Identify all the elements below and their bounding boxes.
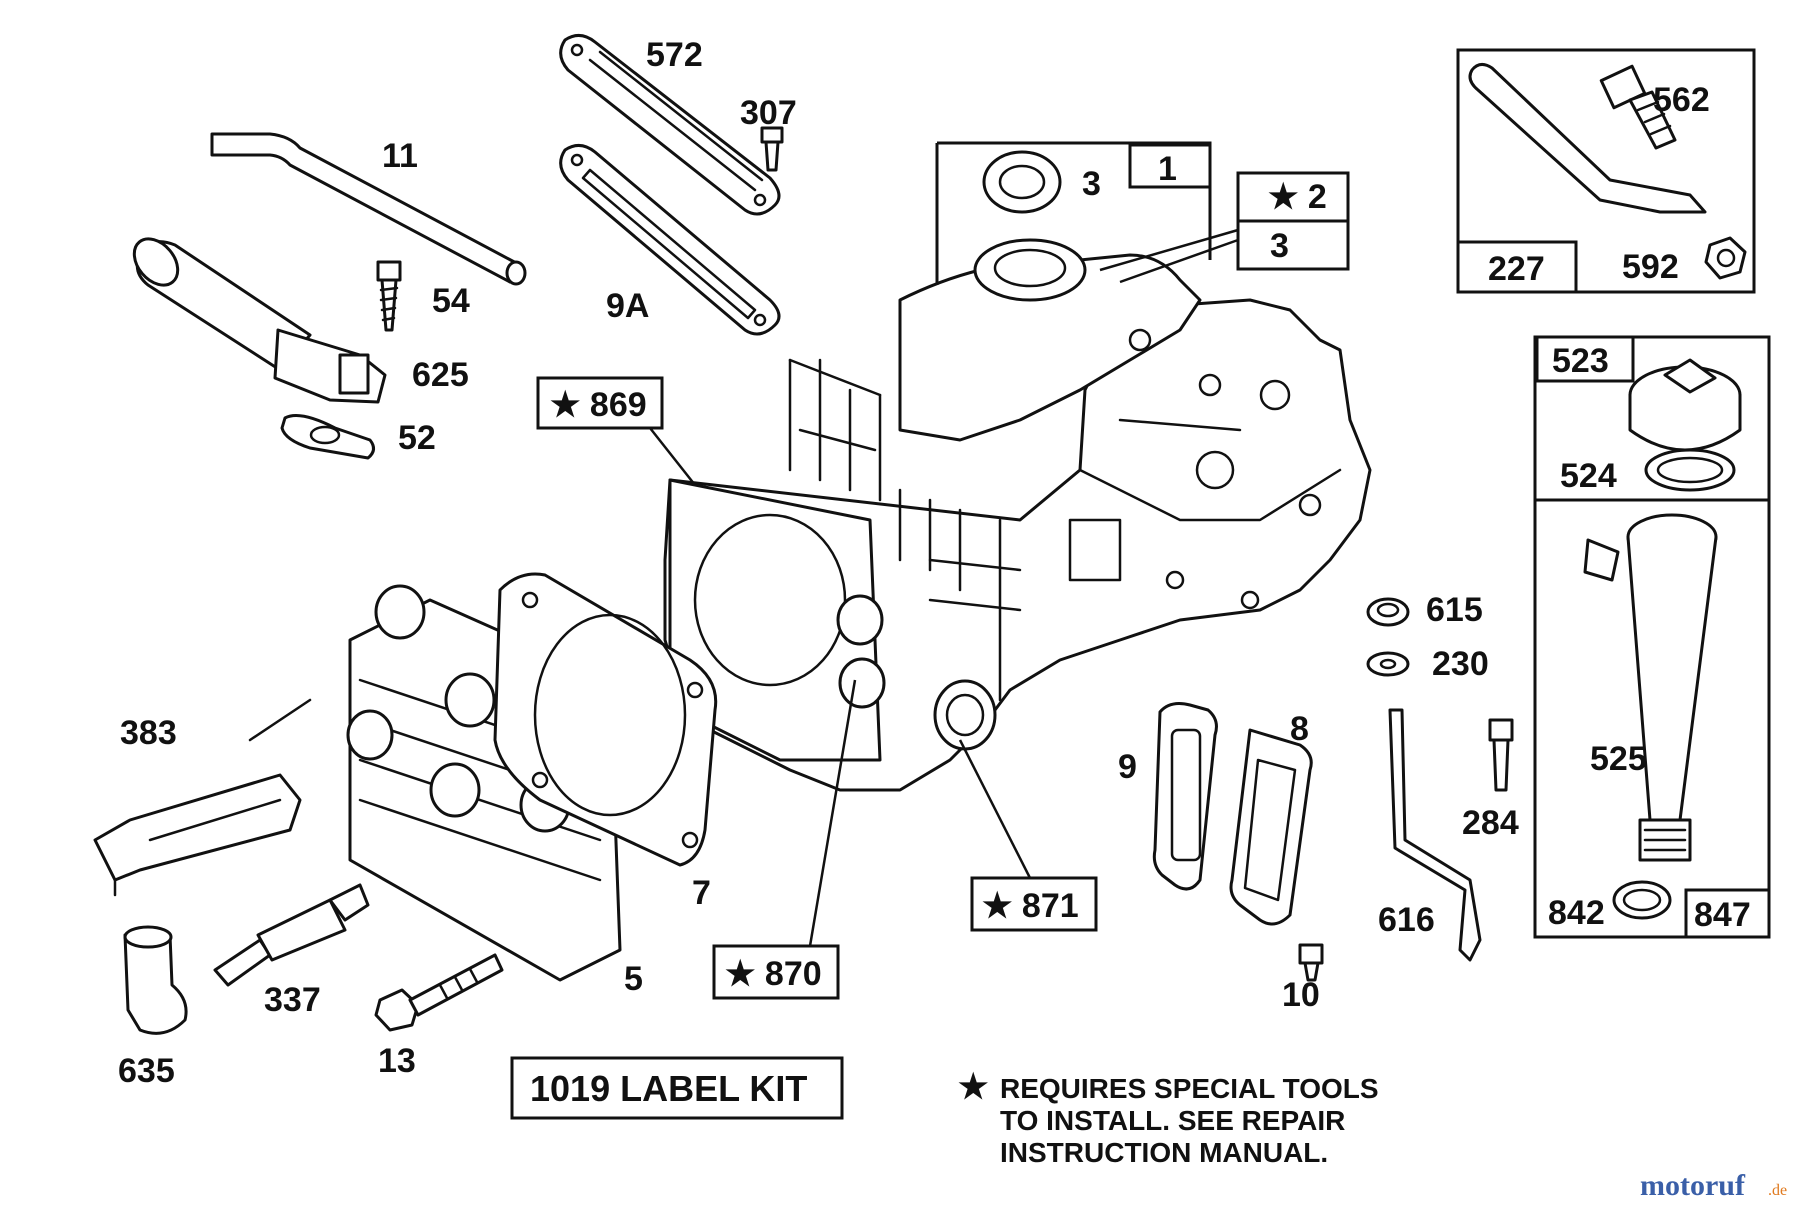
label-847: 847: [1694, 896, 1751, 934]
label-842: 842: [1548, 894, 1605, 932]
part-10-bolt: [1298, 943, 1324, 982]
label-524: 524: [1560, 457, 1617, 495]
label-337: 337: [264, 981, 321, 1019]
label-13: 13: [378, 1042, 416, 1080]
note-line-3: INSTRUCTION MANUAL.: [1000, 1137, 1328, 1168]
watermark-tld: .de: [1768, 1182, 1787, 1199]
label-523: 523: [1552, 342, 1609, 380]
part-9-gasket: [1152, 702, 1218, 891]
part-307-screw: [760, 126, 784, 172]
label-227: 227: [1488, 250, 1545, 288]
part-230-washer: [1366, 651, 1410, 677]
part-615-seal: [1366, 597, 1410, 627]
part-7-gasket: [493, 572, 718, 867]
note-star: ★: [958, 1068, 988, 1106]
kit-box-1: [935, 141, 1350, 285]
label-562: 562: [1653, 81, 1710, 119]
part-9a-gasket: [559, 144, 781, 336]
label-572: 572: [646, 36, 703, 74]
part-616-shaft: [1388, 708, 1482, 962]
part-11-tube: [210, 132, 527, 286]
label-525: 525: [1590, 740, 1647, 778]
label-592: 592: [1622, 248, 1679, 286]
part-383-valve: [93, 698, 312, 897]
label-284: 284: [1462, 804, 1519, 842]
part-13-bolt: [374, 953, 504, 1032]
part-337-spark-plug: [213, 883, 370, 987]
label-871: ★ 871: [982, 887, 1079, 925]
label-870: ★ 870: [725, 955, 822, 993]
kit-box-869: [536, 376, 696, 486]
special-tools-note: ★ REQUIRES SPECIAL TOOLS TO INSTALL. SEE…: [958, 1068, 1379, 1168]
part-284-screw: [1488, 718, 1514, 792]
label-54: 54: [432, 282, 470, 320]
label-230: 230: [1432, 645, 1489, 683]
label-2: ★ 2: [1268, 178, 1327, 216]
kit-box-870: [712, 679, 857, 1000]
label-kit-box: 1019 LABEL KIT: [510, 1056, 844, 1120]
note-line-2: TO INSTALL. SEE REPAIR: [1000, 1105, 1345, 1136]
label-10: 10: [1282, 976, 1320, 1014]
label-9a: 9A: [606, 287, 649, 325]
watermark-brand: motoruf: [1640, 1169, 1746, 1202]
label-kit-text: 1019 LABEL KIT: [530, 1068, 807, 1109]
watermark: motoruf .de: [1640, 1169, 1787, 1202]
label-52: 52: [398, 419, 436, 457]
kit-box-871: [958, 739, 1098, 932]
part-572-cover: [559, 34, 781, 216]
label-635: 635: [118, 1052, 175, 1090]
label-3-seal: 3: [1082, 165, 1101, 203]
label-625: 625: [412, 356, 469, 394]
label-5: 5: [624, 960, 643, 998]
kit-box-847: [1533, 335, 1771, 939]
label-11: 11: [382, 137, 418, 175]
label-869: ★ 869: [550, 386, 647, 424]
label-9: 9: [1118, 748, 1137, 786]
label-307: 307: [740, 94, 797, 132]
label-615: 615: [1426, 591, 1483, 629]
part-8-cover: [1229, 728, 1313, 926]
part-635-boot: [123, 925, 188, 1035]
label-3-box: 3: [1270, 227, 1289, 265]
label-1: 1: [1158, 150, 1177, 188]
label-8: 8: [1290, 710, 1309, 748]
note-line-1: REQUIRES SPECIAL TOOLS: [1000, 1073, 1379, 1104]
part-54-bolt: [376, 260, 402, 332]
label-383: 383: [120, 714, 177, 752]
crankcase-block: [663, 238, 1372, 792]
label-7: 7: [692, 874, 711, 912]
label-616: 616: [1378, 901, 1435, 939]
kit-box-227: [1456, 48, 1756, 294]
part-625-breather: [132, 237, 387, 404]
part-52-gasket: [280, 414, 375, 460]
